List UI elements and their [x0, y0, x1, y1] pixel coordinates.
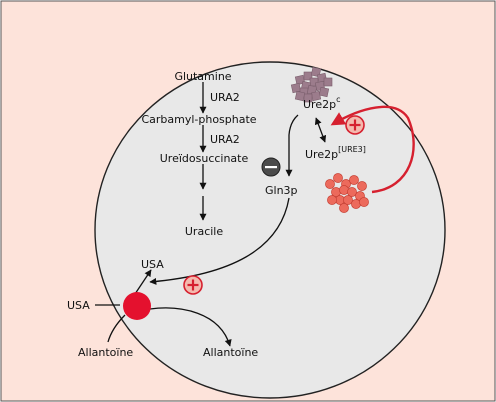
plus-circle-icon	[183, 275, 203, 295]
gln3p-label: Gln3p	[265, 184, 298, 197]
allantoine-outside-label: Allantoïne	[78, 346, 134, 359]
arrow-usa-import	[134, 269, 152, 295]
glutamine-label: Glutamine	[174, 70, 232, 83]
enzyme-ura2-label-2: URA2	[210, 133, 240, 146]
aggregate-cluster-icon	[325, 173, 369, 213]
enzyme-ura2-label-1: URA2	[210, 91, 240, 104]
ure2p-c-label: Ure2pc	[303, 95, 341, 111]
arrow-ure2p-equilibrium	[314, 117, 327, 143]
ure2p-ure3-label: Ure2p[URE3]	[305, 145, 366, 161]
aggregate-cluster-icon	[290, 66, 333, 103]
arrow-allantoine-external	[107, 314, 126, 343]
usa-inside-label: USA	[141, 258, 164, 271]
minus-circle-icon	[261, 157, 281, 177]
arrow-allantoine-import	[149, 307, 232, 347]
ureidosuccinate-label: Ureïdosuccinate	[159, 152, 249, 165]
transporter-circle-icon	[123, 292, 151, 320]
arrow-gln3p-to-transporter	[149, 197, 290, 285]
arrow-ure2p-to-gln3p	[285, 114, 299, 177]
usa-outside-label: USA	[67, 299, 90, 312]
plus-circle-icon	[345, 115, 365, 135]
allantoine-inside-label: Allantoïne	[203, 346, 259, 359]
uracile-label: Uracile	[184, 225, 224, 238]
prion-feedback-arrow	[330, 105, 415, 194]
carbamyl-phosphate-label: Carbamyl-phosphate	[141, 113, 257, 126]
yeast-cell	[94, 61, 446, 399]
